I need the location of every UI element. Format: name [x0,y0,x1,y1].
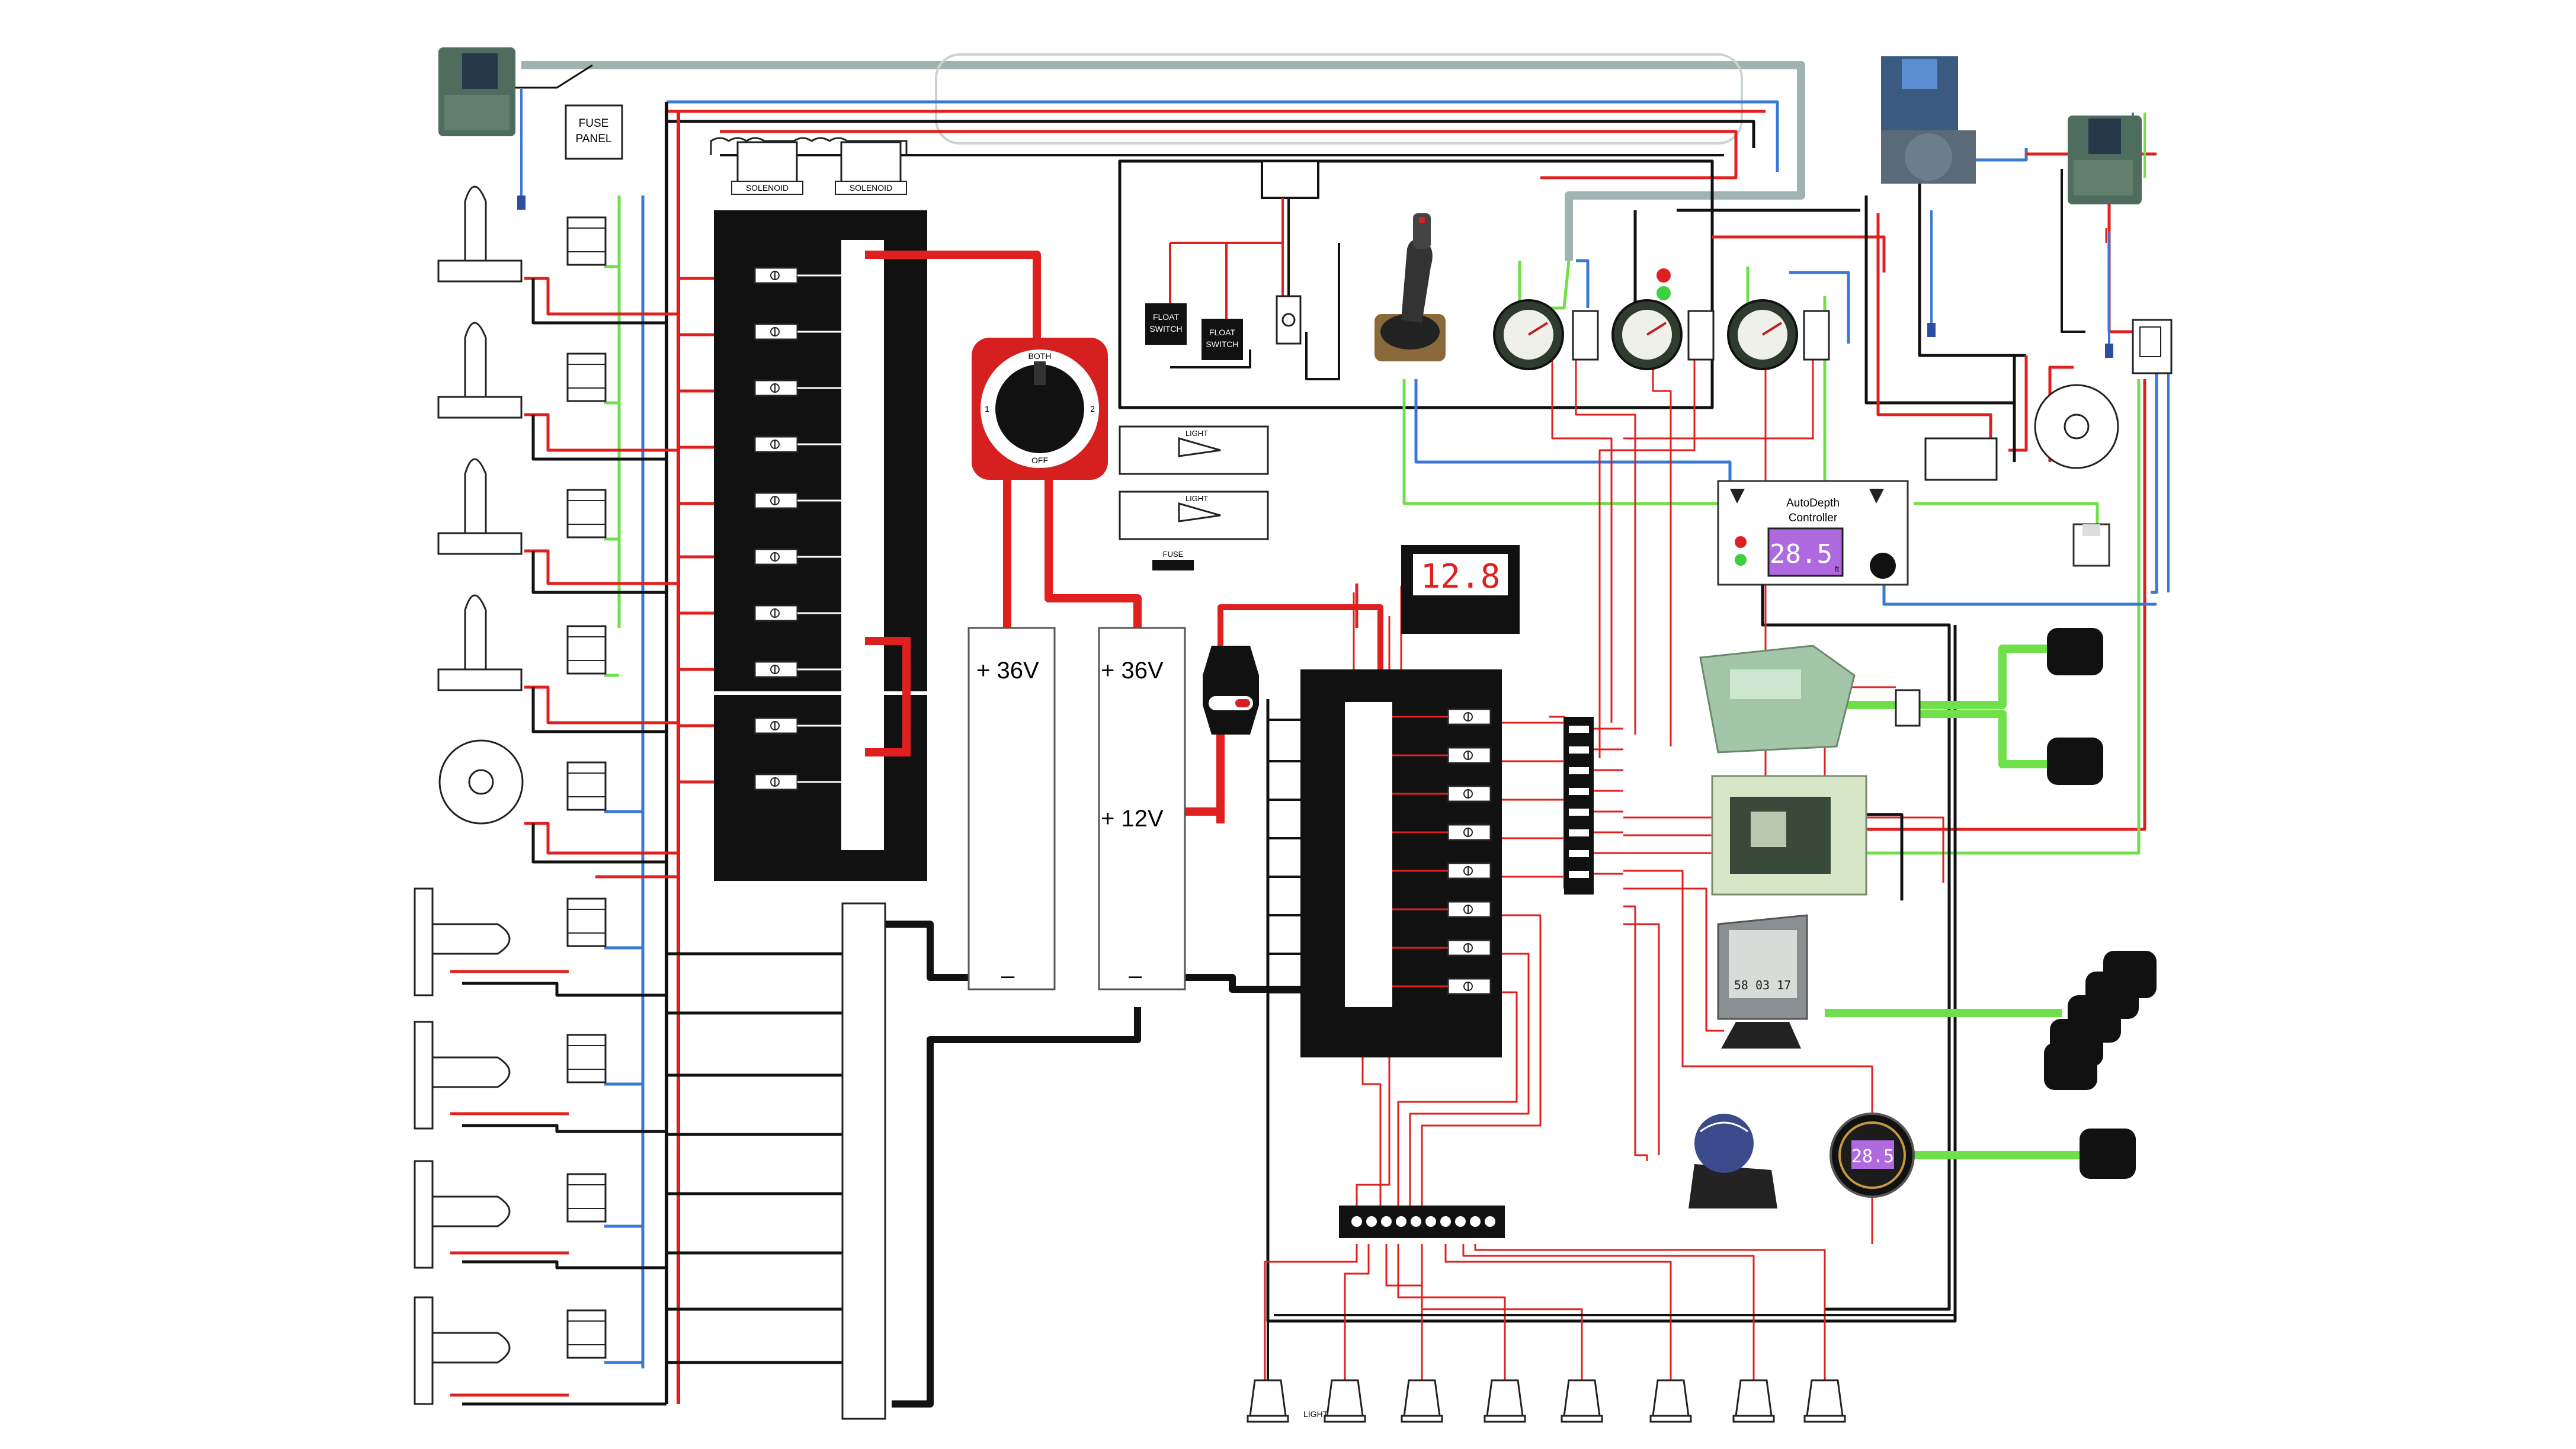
battery-b: + 36V + 12V – [1098,627,1186,990]
float-switch-label-1a: FLOAT [1153,312,1180,322]
battery-switch-label-off: OFF [1031,456,1048,465]
main-switch-panel [714,210,1037,881]
fishfinder-readout: 58 03 17 [1734,978,1791,992]
camera-monitor-icon [1711,775,1867,896]
autodepth-readout: 28.5 [1770,539,1832,569]
battery-a-positive-label: + 36V [976,658,1039,684]
depth-gauge-readout: 28.5 [1851,1146,1894,1167]
toggle-switch-icon[interactable] [1276,295,1302,345]
compass-icon [1689,1114,1777,1208]
terminal-strip [1564,717,1623,895]
left-device-wires [450,265,678,1406]
ground-bus-wires [667,952,865,1364]
float-switches: FLOAT SWITCH FLOAT SWITCH [1145,303,1243,360]
light-fixtures: LIGHT LIGHT FUSE [1119,425,1269,570]
pump-icon [437,458,523,555]
solenoid-pair: SOLENOID SOLENOID [710,137,908,195]
inline-fuse-icon [1203,646,1259,735]
battery-b-positive-label: + 36V [1101,658,1164,684]
solenoid-label-1: SOLENOID [746,183,789,193]
aerator-pump-icon [1924,384,2119,481]
battery-selector-switch[interactable]: BOTH 1 2 OFF [972,338,1108,480]
gauge-switch-icons[interactable] [1572,310,1830,361]
light-label-1: LIGHT [1186,429,1208,438]
battery-a-negative-label: – [1001,963,1015,989]
battery-b-12v-label: + 12V [1101,806,1164,832]
float-switch-label-1b: SWITCH [1149,324,1182,334]
fuse-panel-label-2: PANEL [576,133,612,145]
battery-a: + 36V – [967,627,1056,990]
ball-valve-icon [1881,56,1976,184]
fuse-panel: FUSE PANEL [565,104,623,160]
fuse-panel-label-1: FUSE [579,117,609,130]
float-switch-label-2a: FLOAT [1209,328,1236,337]
sensor-box-icon [2072,523,2110,567]
joystick-icon[interactable] [1374,213,1446,361]
autodepth-controller[interactable]: AutoDepth Controller 28.5 ft [1717,480,1909,586]
left-fixtures [414,185,524,1405]
pump-icon [437,185,523,283]
speaker-icon [438,739,524,825]
battery-switch-label-1: 1 [985,404,989,413]
fishfinder-icon: 58 03 17 [1717,914,1808,1049]
bottom-light-label: LIGHT [1303,1409,1328,1419]
accessory-switch-panel [1300,669,1502,1057]
depth-gauge-icon: 28.5 [1830,1113,1915,1198]
pump-icon [437,322,523,419]
solenoid-label-2: SOLENOID [850,183,892,193]
battery-b-negative-label: – [1129,963,1142,989]
pump-icon [437,594,523,691]
float-switch-icon [515,64,593,210]
transducer-pads [2044,628,2157,1179]
pump-icon [414,1021,511,1130]
relay-column [566,216,607,1359]
transducer-icon [1699,645,1921,754]
solenoid-valve-icon [438,47,515,136]
ground-bus-bar [841,902,886,1420]
solenoid-valve-icon [2068,116,2142,204]
autodepth-title-2: Controller [1789,512,1838,524]
float-switch-icon [1927,210,2113,358]
analog-gauge-icon [1493,299,1798,370]
pump-icon [414,1160,511,1269]
pump-icon [414,887,511,996]
pump-icon [414,1296,511,1405]
indicator-leds [1657,268,1671,300]
switch-box [2132,319,2173,374]
float-switch-label-2b: SWITCH [1206,339,1238,349]
voltmeter: 12.8 [1401,545,1520,634]
battery-switch-label-both: BOTH [1029,351,1052,361]
autodepth-unit: ft [1835,565,1840,573]
voltmeter-readout: 12.8 [1421,557,1501,596]
courtesy-light-icon [1247,1379,1846,1423]
battery-switch-label-2: 2 [1090,404,1095,413]
bus-bar-icon [1339,1206,1505,1238]
light-label-2: LIGHT [1186,494,1208,503]
autodepth-title-1: AutoDepth [1786,497,1840,509]
fuse-label: FUSE [1163,550,1184,559]
